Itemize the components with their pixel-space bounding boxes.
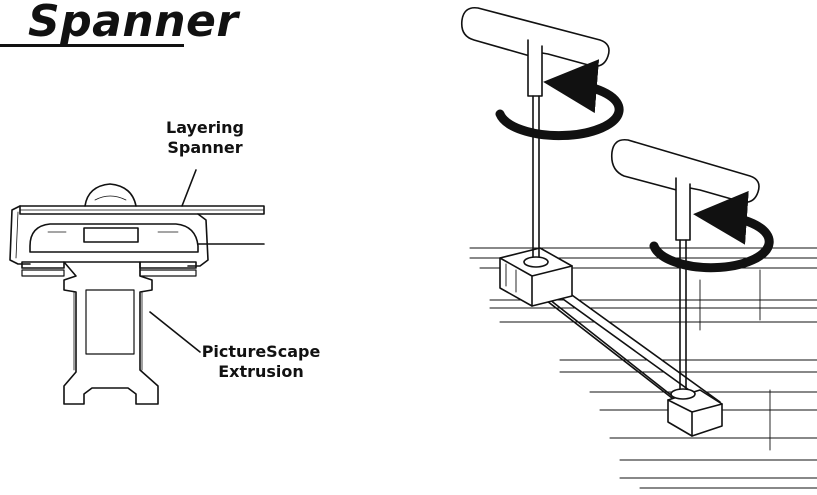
layering-spanner-label-line2: Spanner [167, 138, 243, 157]
extrusion-label-line1: PictureScape [201, 342, 321, 361]
left-t-handle-tool [460, 6, 610, 268]
right-t-handle-tool [610, 138, 760, 400]
bolt-head [84, 183, 137, 207]
extrusion-leader-line [149, 311, 201, 353]
spanner-right-bracket [187, 213, 209, 267]
clamp-cap [29, 223, 199, 253]
rails [469, 247, 817, 489]
title-underline [0, 44, 184, 47]
extrusion-flanges [21, 261, 197, 269]
right-end-block [667, 389, 723, 437]
extrusion-label-line2: Extrusion [218, 362, 304, 381]
left-end-block [499, 247, 573, 307]
layering-spanner-label-line1: Layering [166, 118, 244, 137]
isometric-spanner-view [460, 6, 817, 489]
extrusion-label: PictureScape Extrusion [196, 342, 326, 382]
layering-spanner-label: Layering Spanner [150, 118, 260, 158]
left-handle [460, 6, 610, 68]
spanner-leader-line [181, 169, 197, 207]
right-rotation-arrow-icon [649, 190, 774, 273]
clamp-insert [83, 227, 139, 243]
left-rotation-arrow-icon [495, 59, 624, 141]
extrusion-body [63, 261, 159, 405]
right-handle [610, 138, 760, 204]
extrusion-cross-section [9, 169, 265, 405]
extrusion-cavity [85, 289, 135, 355]
page-title: Spanner [28, 0, 239, 47]
